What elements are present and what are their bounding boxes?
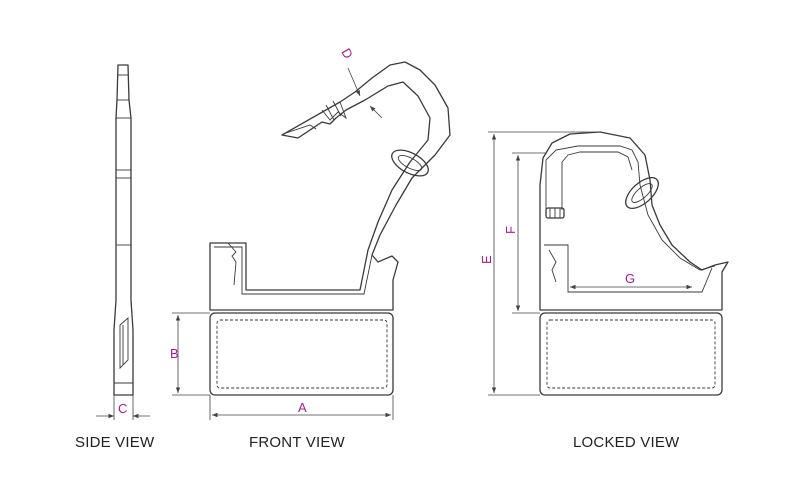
side-view-caption: SIDE VIEW	[75, 434, 155, 451]
dimension-e-label: E	[479, 255, 494, 264]
side-view-drawing	[96, 64, 150, 420]
dimension-g-label: G	[625, 271, 635, 286]
dimension-d-label: D	[338, 46, 356, 62]
locked-view-caption: LOCKED VIEW	[573, 434, 680, 451]
dimension-a-label: A	[298, 400, 307, 415]
front-view-caption: FRONT VIEW	[249, 434, 345, 451]
front-view-drawing	[172, 61, 451, 420]
locked-view-drawing	[488, 131, 729, 396]
dimension-b-label: B	[170, 346, 179, 361]
dimension-c-label: C	[118, 401, 127, 416]
dimension-f-label: F	[503, 226, 518, 234]
